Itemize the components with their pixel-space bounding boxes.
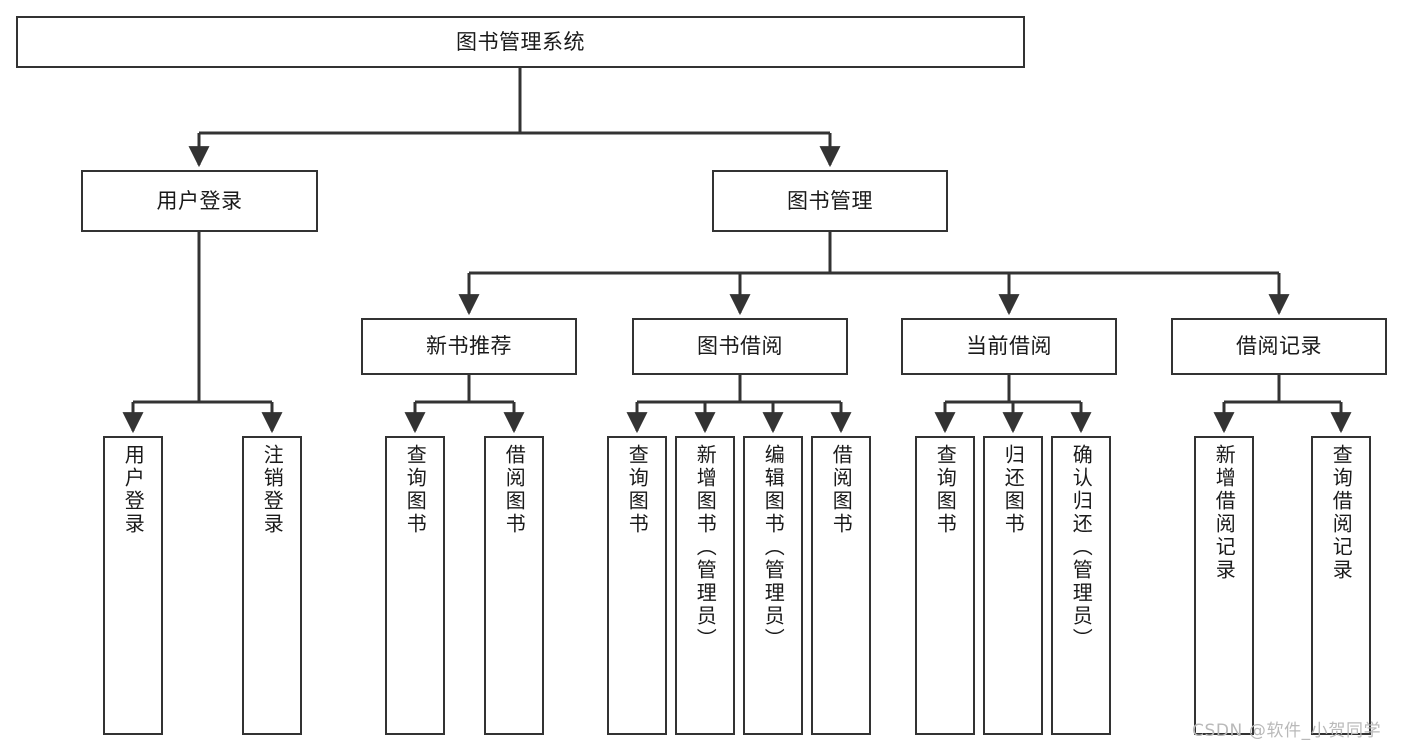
node-leaf-borrow-book-1-label: 借阅图书 (502, 444, 527, 536)
node-leaf-logout-login-label: 注销登录 (260, 444, 285, 536)
node-leaf-query-book-3-label: 查询图书 (933, 444, 958, 536)
node-leaf-user-login-label: 用户登录 (121, 444, 146, 536)
node-leaf-confirm-return-label: 确认归还（管理员） (1069, 444, 1094, 651)
node-new-book-rec[interactable]: 新书推荐 (361, 318, 577, 375)
node-leaf-add-book-label: 新增图书（管理员） (693, 444, 718, 651)
node-borrow-record[interactable]: 借阅记录 (1171, 318, 1387, 375)
node-root-label: 图书管理系统 (456, 29, 585, 54)
node-leaf-borrow-book-1[interactable]: 借阅图书 (484, 436, 544, 735)
node-leaf-query-book-1[interactable]: 查询图书 (385, 436, 445, 735)
node-leaf-borrow-book-2-label: 借阅图书 (829, 444, 854, 536)
node-leaf-query-book-1-label: 查询图书 (403, 444, 428, 536)
node-leaf-return-book-label: 归还图书 (1001, 444, 1026, 536)
node-book-manage-label: 图书管理 (787, 188, 873, 213)
node-leaf-return-book[interactable]: 归还图书 (983, 436, 1043, 735)
node-leaf-confirm-return[interactable]: 确认归还（管理员） (1051, 436, 1111, 735)
node-leaf-add-book[interactable]: 新增图书（管理员） (675, 436, 735, 735)
node-leaf-query-record[interactable]: 查询借阅记录 (1311, 436, 1371, 735)
node-leaf-query-book-2[interactable]: 查询图书 (607, 436, 667, 735)
node-leaf-add-record[interactable]: 新增借阅记录 (1194, 436, 1254, 735)
node-leaf-add-record-label: 新增借阅记录 (1212, 444, 1237, 582)
node-root[interactable]: 图书管理系统 (16, 16, 1025, 68)
node-leaf-edit-book[interactable]: 编辑图书（管理员） (743, 436, 803, 735)
node-book-borrow[interactable]: 图书借阅 (632, 318, 848, 375)
node-new-book-rec-label: 新书推荐 (426, 334, 512, 359)
node-leaf-borrow-book-2[interactable]: 借阅图书 (811, 436, 871, 735)
node-book-borrow-label: 图书借阅 (697, 334, 783, 359)
node-leaf-edit-book-label: 编辑图书（管理员） (761, 444, 786, 651)
node-leaf-query-book-2-label: 查询图书 (625, 444, 650, 536)
node-current-borrow-label: 当前借阅 (966, 334, 1052, 359)
node-leaf-query-record-label: 查询借阅记录 (1329, 444, 1354, 582)
node-current-borrow[interactable]: 当前借阅 (901, 318, 1117, 375)
csdn-watermark: CSDN @软件_小贺同学 (1192, 721, 1382, 741)
node-user-login-label: 用户登录 (156, 188, 243, 213)
node-leaf-query-book-3[interactable]: 查询图书 (915, 436, 975, 735)
node-leaf-logout-login[interactable]: 注销登录 (242, 436, 302, 735)
node-borrow-record-label: 借阅记录 (1236, 334, 1322, 359)
node-user-login[interactable]: 用户登录 (81, 170, 318, 232)
node-leaf-user-login[interactable]: 用户登录 (103, 436, 163, 735)
node-book-manage[interactable]: 图书管理 (712, 170, 948, 232)
